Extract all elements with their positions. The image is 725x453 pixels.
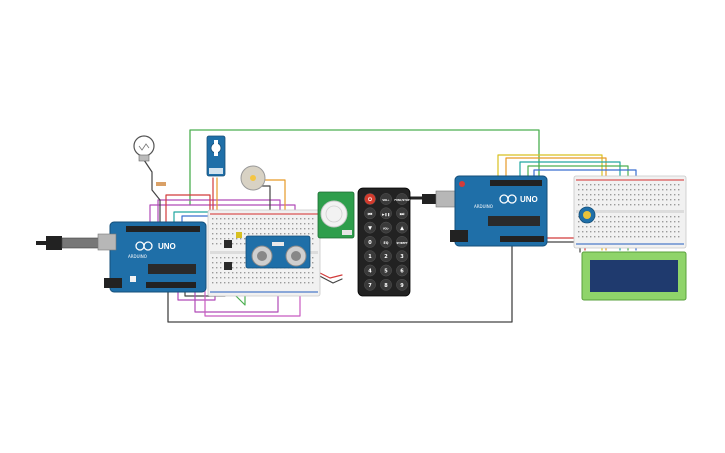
diode[interactable] — [236, 232, 242, 238]
ir-remote[interactable]: ⏻ VOL+ FUNC/STOP ⏮ ▶❚❚ ⏭ ▼ VOL- ▲ 0 EQ ST/REPT 1 2 3 4 5… — [357, 187, 411, 297]
remote-key-button[interactable] — [396, 264, 408, 277]
breadboard-right[interactable] — [573, 175, 687, 249]
ir-receiver[interactable] — [224, 262, 232, 270]
remote-key-button[interactable] — [396, 236, 408, 248]
remote-key-button[interactable] — [364, 264, 376, 277]
remote-key-label: 6 — [400, 269, 404, 275]
dc-motor[interactable] — [240, 165, 266, 191]
remote-key-button[interactable] — [396, 207, 408, 220]
wire-bulb[interactable] — [143, 159, 161, 223]
remote-key-label: 5 — [384, 269, 388, 275]
analog-header-right — [500, 236, 544, 242]
remote-key-button[interactable] — [380, 236, 392, 248]
remote-key-button[interactable] — [380, 264, 392, 277]
arduino-maker-left: ARDUINO — [128, 254, 147, 259]
remote-key-label: EQ — [384, 241, 389, 245]
remote-key-button[interactable] — [380, 278, 392, 291]
servo-motor[interactable] — [206, 135, 226, 177]
power-jack-left — [104, 278, 122, 288]
remote-key-label: ⏭ — [400, 211, 405, 217]
arduino-uno-left[interactable]: UNO ARDUINO — [36, 221, 207, 293]
analog-header-left — [146, 282, 196, 288]
remote-key-button[interactable] — [364, 278, 376, 291]
atmega-chip-left — [148, 264, 196, 274]
power-jack-right — [450, 230, 468, 242]
remote-key-label: 4 — [368, 269, 372, 275]
usb-plug-left — [46, 236, 62, 250]
remote-key-label: 8 — [384, 283, 388, 289]
reset-button-right[interactable] — [459, 181, 465, 187]
breadboard-right-holes-top — [578, 184, 680, 206]
remote-key-button[interactable] — [364, 193, 376, 205]
remote-key-button[interactable] — [396, 250, 408, 263]
remote-key-label: ⏮ — [368, 211, 373, 217]
remote-key-label: VOL- — [383, 228, 389, 231]
remote-key-label: ▼ — [368, 226, 372, 232]
wire-dark-bottom[interactable] — [167, 244, 513, 323]
remote-key-label: ▶❚❚ — [382, 212, 390, 216]
light-bulb[interactable] — [133, 135, 166, 186]
transistor[interactable] — [224, 240, 232, 248]
remote-key-button[interactable] — [380, 250, 392, 263]
arduino-uno-right[interactable]: UNO ARDUINO — [422, 175, 548, 247]
remote-key-label: 0 — [368, 240, 372, 246]
remote-key-label: 3 — [400, 254, 404, 260]
remote-key-label: VOL+ — [382, 199, 389, 202]
digital-header-right — [490, 180, 542, 186]
resistor[interactable] — [156, 182, 166, 186]
remote-key-label: ▲ — [400, 226, 404, 232]
remote-key-button[interactable] — [380, 193, 392, 205]
remote-key-label: ST/REPT — [396, 242, 407, 245]
remote-key-label: 2 — [384, 254, 388, 260]
remote-key-label: 7 — [368, 283, 372, 289]
remote-key-button[interactable] — [380, 207, 392, 220]
usb-port-left — [97, 233, 117, 251]
remote-key-button[interactable] — [364, 236, 376, 248]
uno-logo-right: UNO — [520, 195, 538, 204]
remote-key-button[interactable] — [396, 221, 408, 234]
arduino-maker-right: ARDUINO — [474, 204, 493, 209]
remote-key-grid: ⏻ VOL+ FUNC/STOP ⏮ ▶❚❚ ⏭ ▼ VOL- ▲ 0 EQ ST/REPT 1 2 3 4 5… — [364, 193, 410, 291]
remote-key-label: 9 — [400, 283, 404, 289]
lcd-display[interactable] — [581, 251, 687, 301]
uno-logo-left: UNO — [158, 242, 176, 251]
remote-key-button[interactable] — [364, 207, 376, 220]
remote-key-button[interactable] — [364, 221, 376, 234]
potentiometer[interactable] — [578, 206, 596, 224]
atmega-chip-right — [488, 216, 540, 226]
remote-key-label: ⏻ — [368, 197, 372, 203]
remote-key-button[interactable] — [364, 250, 376, 263]
remote-key-label: 1 — [368, 254, 372, 260]
pir-sensor[interactable] — [317, 191, 355, 239]
remote-key-button[interactable] — [396, 193, 408, 205]
remote-key-button[interactable] — [380, 221, 392, 234]
remote-key-button[interactable] — [396, 278, 408, 291]
wire-green-top[interactable] — [189, 129, 540, 206]
digital-header-left — [126, 226, 200, 232]
remote-key-label: FUNC/STOP — [394, 199, 410, 202]
wire-red-1[interactable] — [165, 194, 211, 223]
ultrasonic-sensor[interactable] — [245, 235, 311, 269]
